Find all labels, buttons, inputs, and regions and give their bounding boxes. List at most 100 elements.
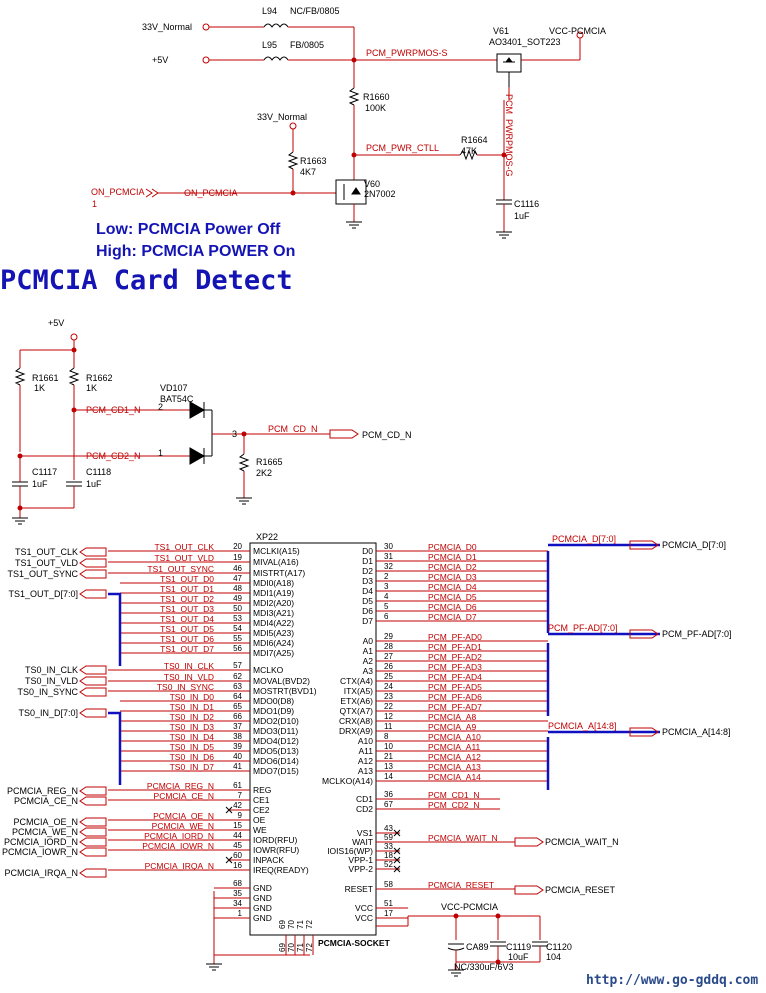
pin-name: IOWR(RFU) bbox=[253, 845, 299, 855]
pin-number: 26 bbox=[384, 662, 393, 671]
pin-name: A10 bbox=[358, 736, 373, 746]
pin-name: D0 bbox=[362, 546, 373, 556]
port-we: PCMCIA_WE_N bbox=[12, 827, 78, 837]
pin-number: 17 bbox=[384, 909, 393, 918]
port-ts0-vld: TS0_IN_VLD bbox=[25, 676, 79, 686]
port-ts0-clk: TS0_IN_CLK bbox=[25, 665, 78, 675]
pin-number: 41 bbox=[233, 762, 242, 771]
pin-name: MDI6(A24) bbox=[253, 638, 294, 648]
port-wait: PCMCIA_WAIT_N bbox=[545, 837, 619, 847]
pin-number: 28 bbox=[384, 642, 393, 651]
pin-name: GND bbox=[253, 883, 272, 893]
pin-number: 18 bbox=[384, 851, 393, 860]
pin-net: PCM_PF-AD4 bbox=[428, 672, 482, 682]
pin-number: 11 bbox=[384, 722, 393, 731]
pin-number: 68 bbox=[233, 879, 242, 888]
bus-a-port: PCMCIA_A[14:8] bbox=[662, 727, 731, 737]
pin-name: GND bbox=[253, 893, 272, 903]
pin-name: MCLKI(A15) bbox=[253, 546, 300, 556]
pin-number: 32 bbox=[384, 562, 393, 571]
bus-ts1-out-d bbox=[108, 592, 122, 666]
c1120-ref: C1120 bbox=[546, 942, 572, 952]
pin-name: MCLKO bbox=[253, 665, 284, 675]
pin-name: GND bbox=[253, 903, 272, 913]
pin-number: 35 bbox=[233, 889, 242, 898]
pin-net: PCMCIA_D3 bbox=[428, 572, 477, 582]
pin-number: 5 bbox=[384, 602, 389, 611]
pin-number: 53 bbox=[233, 614, 242, 623]
pin-name: CE2 bbox=[253, 805, 270, 815]
pin-net: PCMCIA_D0 bbox=[428, 542, 477, 552]
pin-name: CD2 bbox=[356, 804, 373, 814]
note-high: High: PCMCIA POWER On bbox=[96, 243, 295, 260]
pin-name: MDO1(D9) bbox=[253, 706, 294, 716]
watermark-url: http://www.go-gddq.com bbox=[586, 973, 758, 988]
pin-name: VCC bbox=[355, 903, 373, 913]
pin-number: 57 bbox=[233, 661, 242, 670]
vd107-pin3: 3 bbox=[232, 429, 237, 439]
pin-name: A3 bbox=[363, 666, 374, 676]
pin-net: PCM_PF-AD1 bbox=[428, 642, 482, 652]
r1662-ref: R1662 bbox=[86, 373, 113, 383]
pin-number: 71 bbox=[296, 920, 305, 929]
pin-number: 36 bbox=[384, 790, 393, 799]
pin-net: PCM_PF-AD3 bbox=[428, 662, 482, 672]
pin-number: 50 bbox=[233, 604, 242, 613]
pin-name: QTX(A7) bbox=[339, 706, 373, 716]
pin-name: D7 bbox=[362, 616, 373, 626]
pin-number: 29 bbox=[384, 632, 393, 641]
pin-name: D3 bbox=[362, 576, 373, 586]
pin-number: 1 bbox=[238, 909, 243, 918]
l94-value: NC/FB/0805 bbox=[290, 6, 340, 16]
pin-number: 60 bbox=[233, 851, 242, 860]
pin-name: IREQ(READY) bbox=[253, 865, 309, 875]
port-cd: PCM_CD_N bbox=[362, 430, 412, 440]
buses bbox=[108, 543, 660, 790]
bus-pcm-pf-ad bbox=[546, 632, 660, 716]
pin-name: MDO2(D10) bbox=[253, 716, 299, 726]
pin-net: PCMCIA_D6 bbox=[428, 602, 477, 612]
pin-name: GND bbox=[253, 913, 272, 923]
pin-number: 63 bbox=[233, 682, 242, 691]
socket-right-pin: 5 D6 PCMCIA_D6 bbox=[362, 602, 548, 616]
pin-number: 58 bbox=[384, 880, 393, 889]
pin-name: MOVAL(BVD2) bbox=[253, 676, 310, 686]
vd107-pin1: 1 bbox=[158, 448, 163, 458]
pin-number: 59 bbox=[384, 833, 393, 842]
net-cd1: PCM_CD1_N bbox=[86, 405, 141, 415]
socket-ref: XP22 bbox=[256, 532, 278, 542]
port-ts1-bus: TS1_OUT_D[7:0] bbox=[8, 589, 78, 599]
section-heading: PCMCIA Card Detect bbox=[0, 265, 293, 296]
port-ts0-bus: TS0_IN_D[7:0] bbox=[18, 708, 78, 718]
port-iord: PCMCIA_IORD_N bbox=[4, 837, 78, 847]
pin-name: D6 bbox=[362, 606, 373, 616]
pin-name: MDO3(D11) bbox=[253, 726, 298, 736]
pin-number: 8 bbox=[384, 732, 389, 741]
pin-net: PCMCIA_IORD_N bbox=[144, 831, 214, 841]
pin-name: VPP-1 bbox=[348, 855, 373, 865]
pin-name: MDI5(A23) bbox=[253, 628, 294, 638]
c1120-value: 104 bbox=[546, 952, 561, 962]
pin-name: MDI0(A18) bbox=[253, 578, 294, 588]
ca89-ref: CA89 bbox=[466, 942, 489, 952]
pin-net: PCMCIA_IRQA_N bbox=[145, 861, 214, 871]
pin-number: 46 bbox=[233, 564, 242, 573]
pin-net: TS1_OUT_D7 bbox=[160, 644, 214, 654]
